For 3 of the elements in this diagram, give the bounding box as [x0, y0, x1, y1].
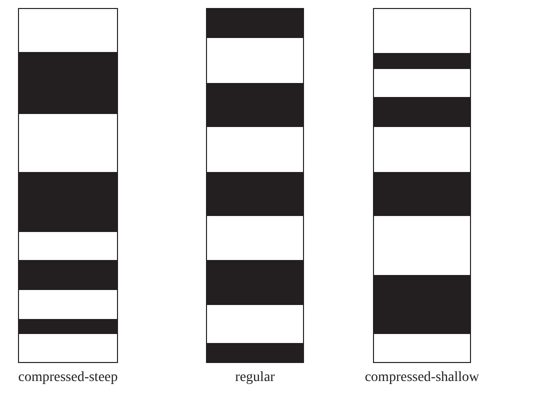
caption: compressed-shallow: [364, 370, 480, 386]
caption: regular: [234, 370, 276, 386]
caption: compressed-steep: [17, 370, 119, 386]
